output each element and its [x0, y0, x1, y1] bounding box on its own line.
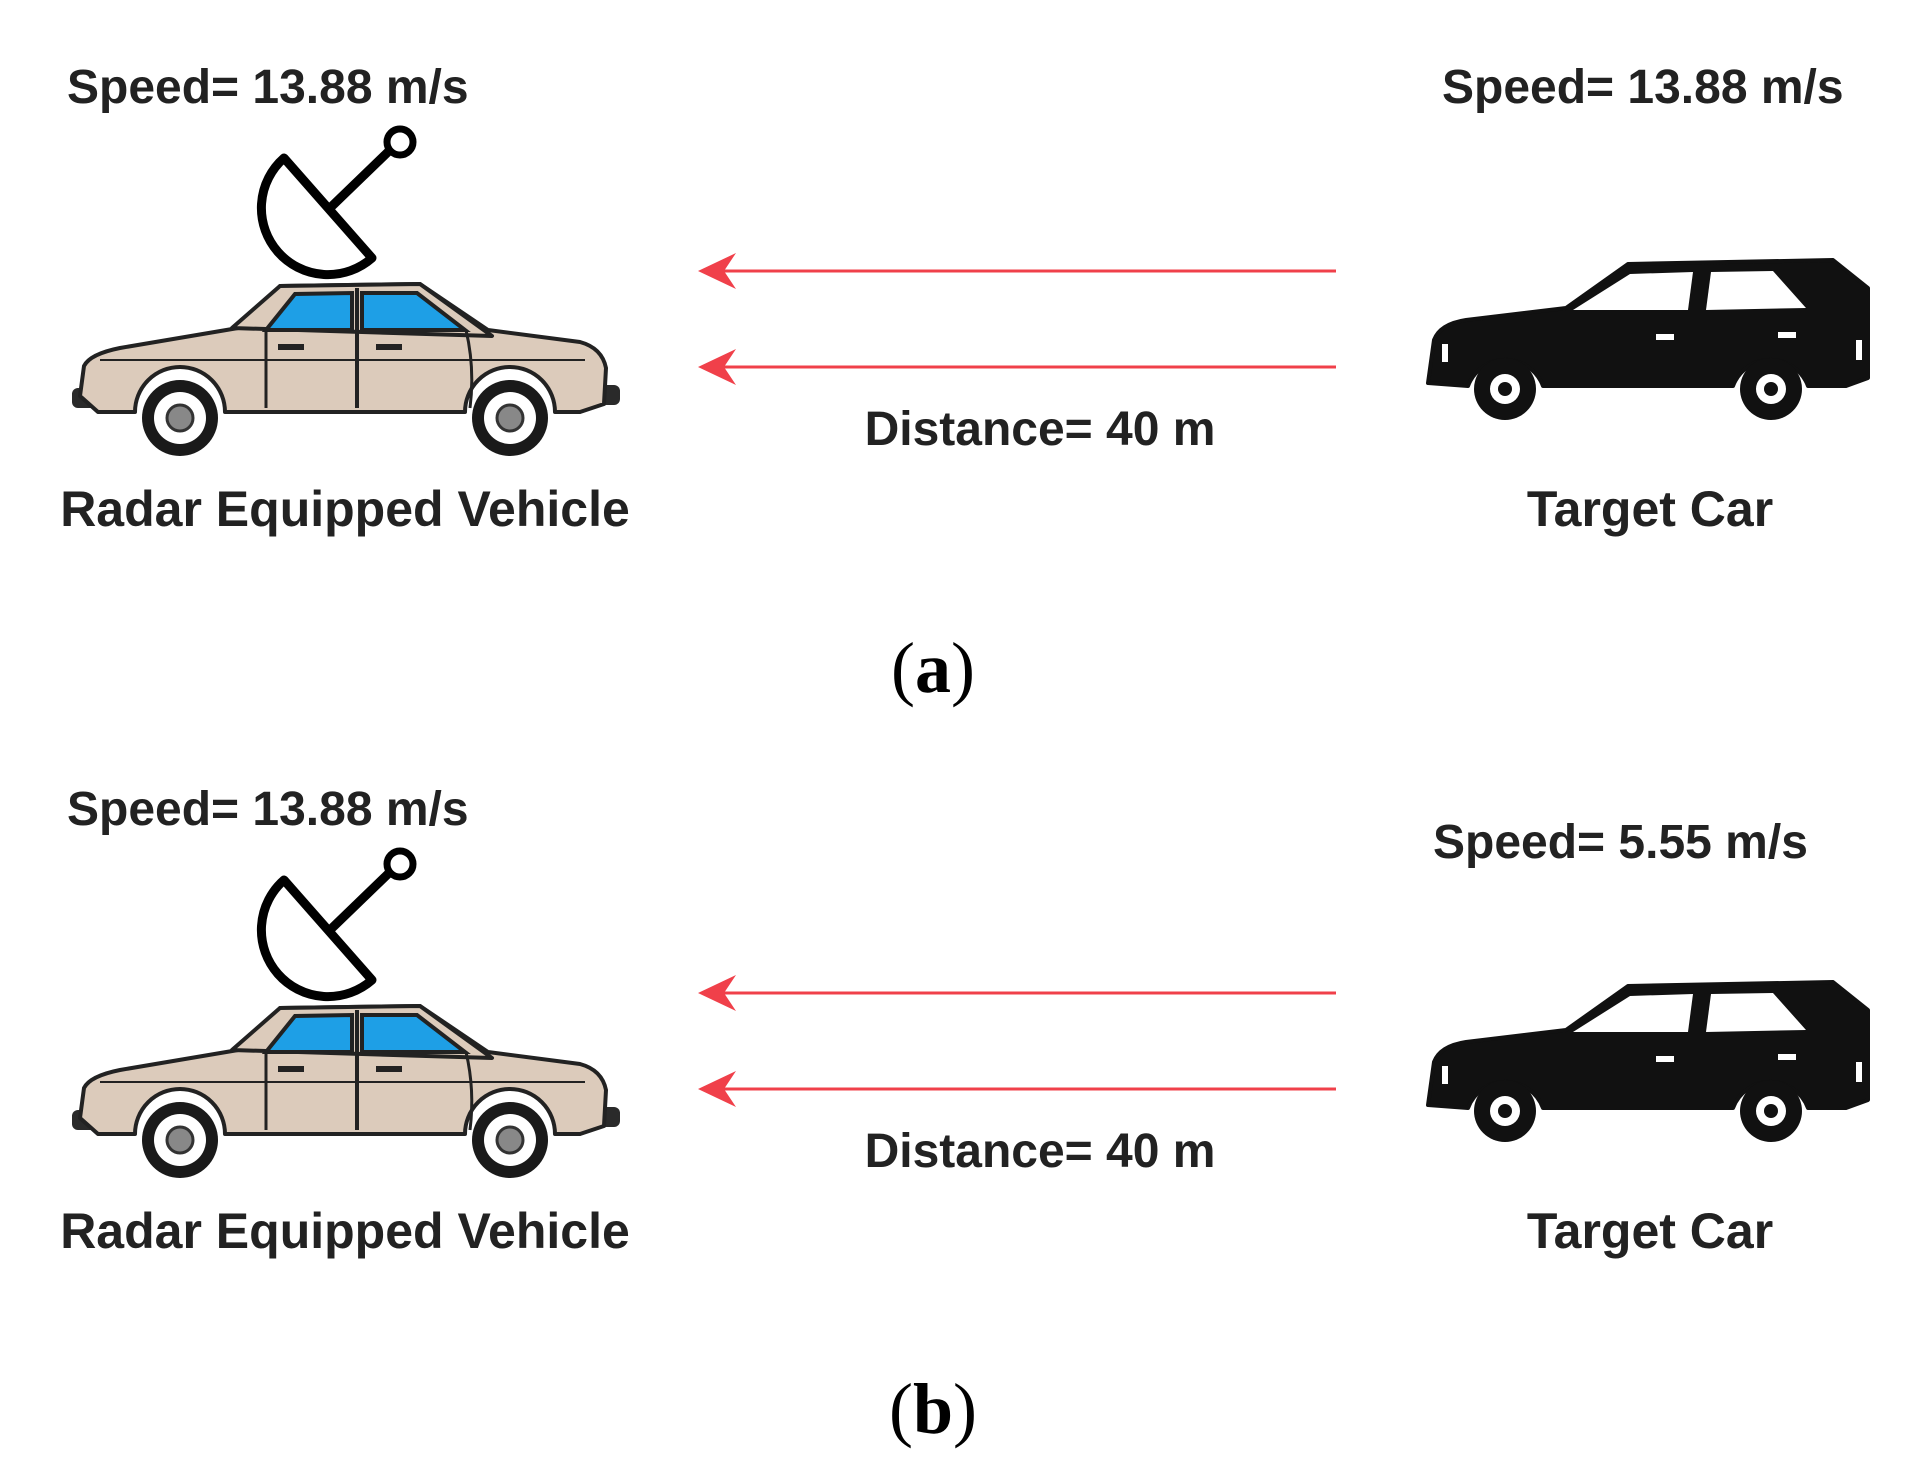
sedan-car-icon: [70, 282, 622, 458]
radar-dish-icon: [261, 129, 413, 275]
radar-vehicle-name: Radar Equipped Vehicle: [60, 481, 630, 537]
target-car-name: Target Car: [1527, 1203, 1773, 1259]
hatchback-car-icon: [1426, 980, 1870, 1144]
target-car-name: Target Car: [1527, 481, 1773, 537]
distance-label: Distance= 40 m: [865, 403, 1216, 456]
target-car-speed-label: Speed= 13.88 m/s: [1442, 61, 1844, 114]
radar-vehicle-speed-label: Speed= 13.88 m/s: [67, 783, 469, 836]
radar-vehicle-speed-label: Speed= 13.88 m/s: [67, 61, 469, 114]
panel-a: Speed= 13.88 m/s Radar Equipped Vehicle …: [60, 61, 1870, 708]
sedan-car-icon: [70, 1004, 622, 1180]
arrow-left-icon: [696, 1069, 1338, 1109]
hatchback-car-icon: [1426, 258, 1870, 422]
arrow-left-icon: [696, 973, 1338, 1013]
target-car-speed-label: Speed= 5.55 m/s: [1433, 816, 1808, 869]
panel-caption: (b): [889, 1369, 977, 1449]
panel-b: Speed= 13.88 m/s Radar Equipped Vehicle …: [60, 783, 1870, 1449]
arrow-left-icon: [696, 347, 1338, 387]
radar-dish-icon: [261, 851, 413, 997]
panel-caption: (a): [891, 628, 975, 708]
arrow-left-icon: [696, 251, 1338, 291]
distance-label: Distance= 40 m: [865, 1125, 1216, 1178]
radar-vehicle-name: Radar Equipped Vehicle: [60, 1203, 630, 1259]
